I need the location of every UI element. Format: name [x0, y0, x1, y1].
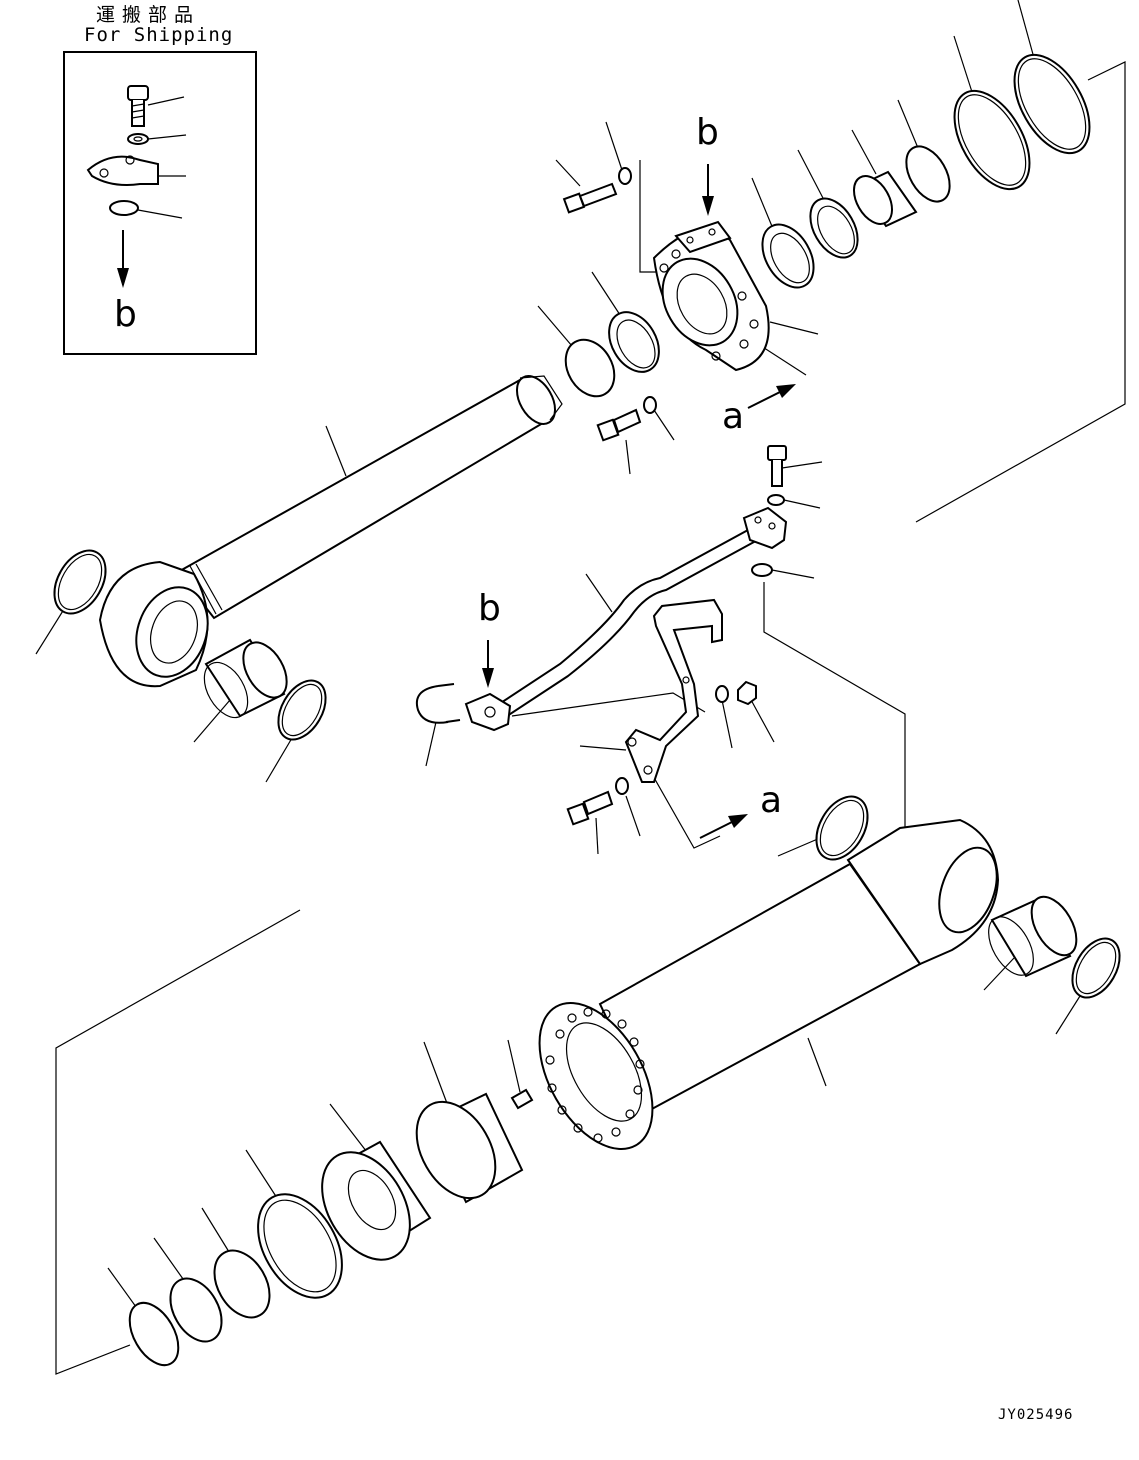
inset-title-japanese: 運搬部品: [96, 4, 201, 26]
cylinder-barrel: [538, 862, 922, 1150]
head-bolt-washer: [618, 167, 632, 185]
head-ring-1: [761, 223, 815, 289]
inset-title-english: For Shipping: [84, 24, 234, 46]
shipping-parts-inset: [63, 51, 257, 355]
inset-frame: [63, 51, 257, 355]
pipe-bracket: [624, 598, 723, 783]
barrel-eye-bushing: [988, 895, 1078, 978]
rod-eye-ring: [277, 679, 327, 741]
piston-seal-ring: [257, 1193, 343, 1299]
arrow-down-icon: [482, 640, 494, 688]
callout-a-bracket: a: [760, 780, 783, 821]
callout-b-tube: b: [478, 588, 501, 629]
piston: [321, 1140, 432, 1261]
bracket-washer: [715, 685, 729, 703]
u-bolt-clamp: [416, 683, 461, 724]
drawing-code: JY025496: [998, 1407, 1074, 1423]
barrel-eye-ring: [1071, 937, 1121, 999]
head-lower-washer: [643, 396, 657, 414]
rod-eye-bushing: [203, 638, 288, 719]
piston-snap-ring: [128, 1301, 180, 1367]
inset-washer: [127, 133, 187, 145]
rod-eye: [98, 560, 209, 688]
arrow-right-icon: [747, 384, 796, 409]
piston-backup-ring-2: [169, 1277, 223, 1343]
set-screw: [510, 1088, 534, 1110]
inset-arrow-label: b: [114, 294, 137, 335]
rod-eye-dust-seal: [53, 549, 107, 615]
head-ring-2: [809, 197, 859, 259]
head-lower-bolt: [596, 408, 642, 442]
barrel-eye-dust-seal: [815, 795, 869, 861]
piston-backup-ring-1: [213, 1249, 271, 1319]
arrow-down-icon: [702, 164, 714, 216]
cylinder-head: [652, 220, 770, 372]
bracket-bolt: [566, 790, 614, 826]
bracket-bolt-washer: [615, 777, 629, 795]
piston-wear-ring: [415, 1092, 524, 1204]
flange-top-washer: [767, 494, 785, 506]
arrow-right-icon: [699, 814, 748, 839]
inset-bolt: [127, 85, 185, 127]
arrow-down-icon: [117, 230, 129, 288]
flange-top-o-ring: [751, 563, 773, 577]
head-mounting-bolt: [562, 182, 618, 214]
barrel-eye: [846, 818, 1000, 966]
head-seal-2: [608, 311, 660, 373]
inset-clip: [86, 155, 186, 186]
callout-b-head: b: [696, 112, 719, 153]
head-large-ring: [1013, 53, 1091, 155]
head-snap-ring: [905, 145, 951, 203]
head-bushing: [853, 170, 918, 228]
tube-flange-top: [742, 506, 788, 550]
tube-flange-bottom: [464, 692, 512, 732]
head-backup-ring: [953, 89, 1031, 191]
assembly-guide-lines: [35, 0, 1126, 1375]
piston-rod: [176, 375, 563, 620]
inset-cap: [109, 200, 183, 219]
bracket-nut: [737, 680, 757, 706]
head-seal-1: [564, 338, 616, 398]
callout-a-head: a: [722, 396, 745, 437]
flange-top-bolt: [767, 445, 787, 487]
